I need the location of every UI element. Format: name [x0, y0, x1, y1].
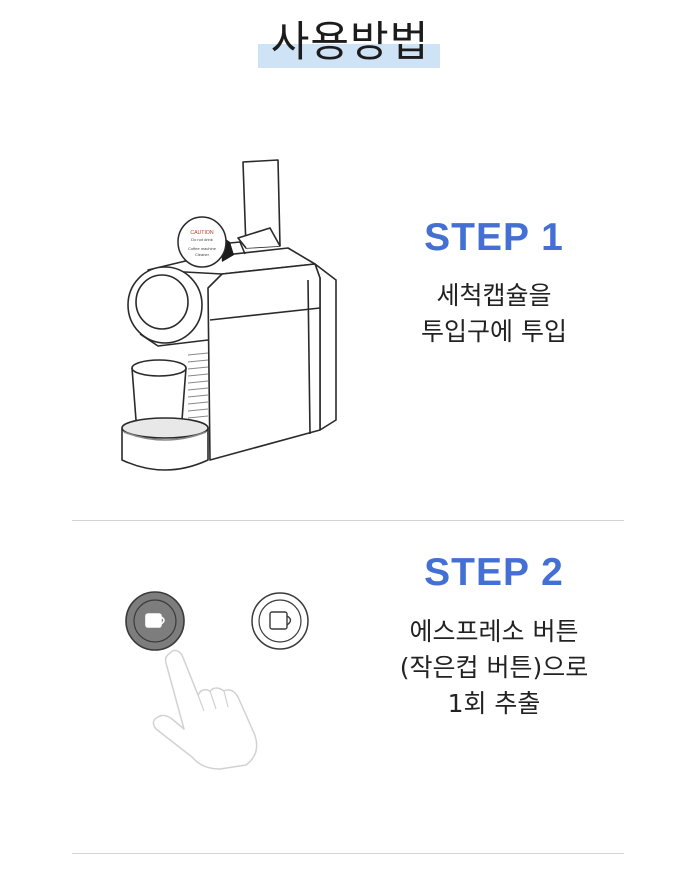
step1-label: STEP 1 — [424, 216, 564, 259]
capsule-text-line: Do not drink — [191, 237, 213, 242]
step2-line: 에스프레소 버튼 — [409, 617, 579, 646]
step1-line: 투입구에 투입 — [421, 317, 567, 346]
step2-description: 에스프레소 버튼 (작은컵 버튼)으로 1회 추출 — [364, 614, 624, 722]
espresso-button-illustration — [125, 591, 185, 651]
small-cup-icon — [145, 613, 165, 628]
step2-line: 1회 추출 — [447, 689, 541, 718]
large-cup-icon — [269, 611, 292, 630]
capsule-illustration: CAUTION Do not drink Coffee machine Clea… — [177, 216, 234, 268]
lungo-button-illustration — [251, 592, 309, 650]
capsule-text-line: Coffee machine — [188, 246, 217, 251]
capsule-caution-text: CAUTION — [190, 230, 214, 236]
step2-label: STEP 2 — [424, 551, 564, 594]
section-divider — [72, 520, 624, 521]
step1-line: 세척캡슐을 — [436, 281, 552, 310]
section-divider — [72, 853, 624, 854]
capsule-text-line: Cleaner — [195, 252, 210, 257]
title-highlight — [258, 44, 440, 68]
pointing-hand-icon — [152, 649, 258, 770]
step1-description: 세척캡슐을 투입구에 투입 — [364, 278, 624, 350]
coffee-machine-illustration: CAUTION Do not drink Coffee machine Clea… — [121, 159, 337, 471]
title-section: 사용방법 — [0, 0, 700, 80]
page-title: 사용방법 — [270, 17, 430, 66]
step2-line: (작은컵 버튼)으로 — [399, 653, 589, 682]
